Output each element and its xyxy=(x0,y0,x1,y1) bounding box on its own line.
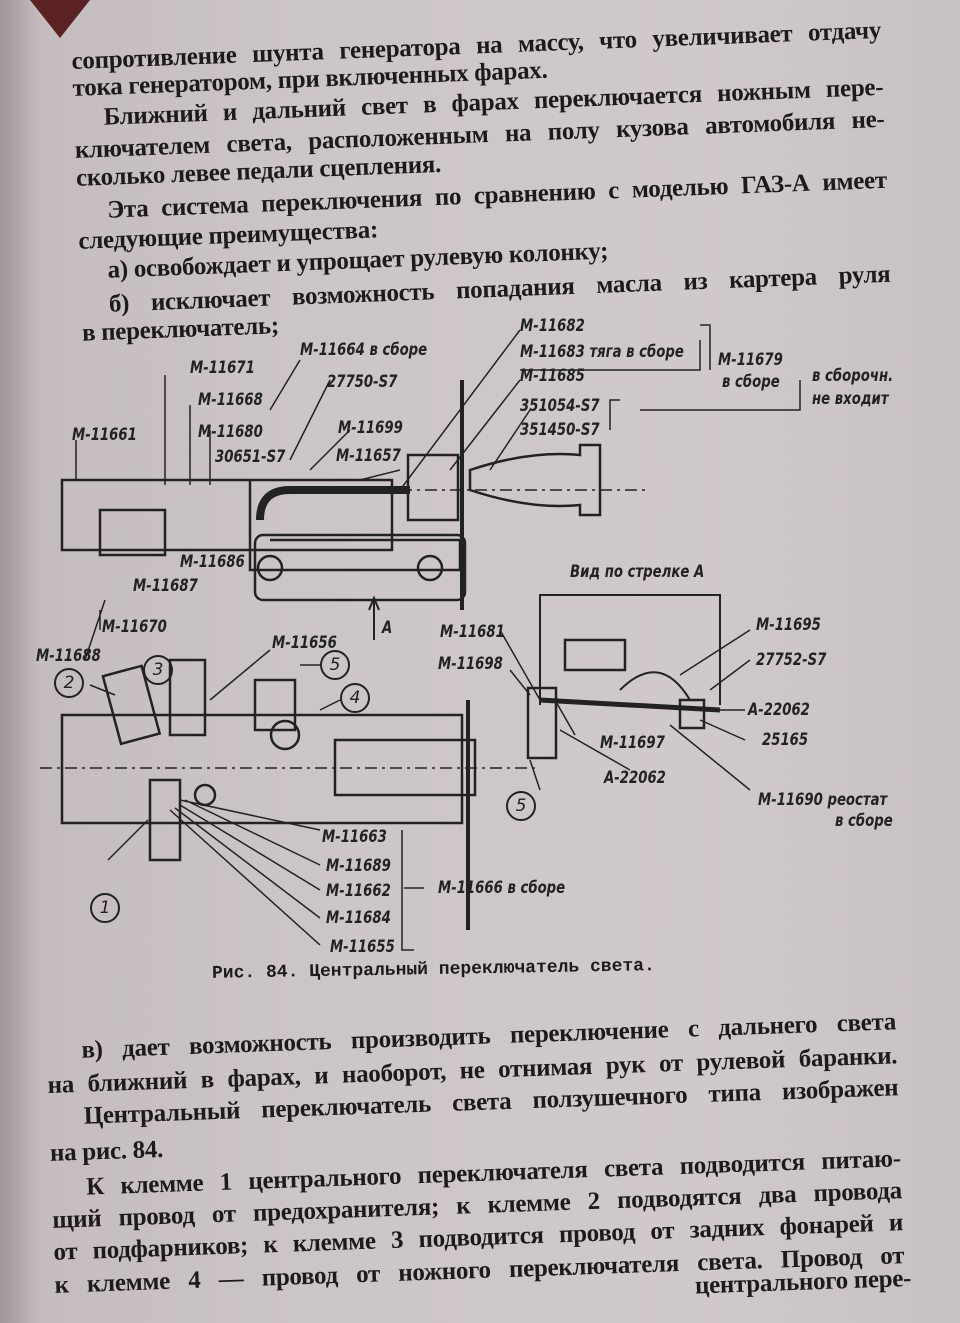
part-label: M-11683 тяга в сборе xyxy=(520,342,684,362)
part-label: M-11688 xyxy=(36,646,101,666)
part-label: 351054-S7 xyxy=(520,396,600,416)
part-label: M-11668 xyxy=(198,390,263,410)
housing-plan-view xyxy=(60,713,464,825)
part-label: M-11680 xyxy=(198,422,263,442)
terminal-5-view-a-marker: 5 xyxy=(506,791,536,821)
part-label: M-11657 xyxy=(336,446,401,466)
part-label: M-11685 xyxy=(520,366,585,386)
part-label: M-11663 xyxy=(322,827,387,847)
part-label: M-11670 xyxy=(102,617,167,637)
part-label: в сборе xyxy=(835,811,893,831)
part-label: M-11698 xyxy=(438,654,503,674)
view-a-title: Вид по стрелке A xyxy=(570,562,705,582)
part-label: 27750-S7 xyxy=(327,372,398,392)
housing-section xyxy=(60,478,394,552)
part-label: M-11689 xyxy=(326,856,391,876)
terminal-4-marker: 4 xyxy=(340,683,370,713)
part-label: A-22062 xyxy=(748,700,810,720)
part-label: M-11655 xyxy=(330,937,395,957)
part-label: M-11695 xyxy=(756,615,821,635)
part-label: M-11684 xyxy=(326,908,391,928)
part-label: A-22062 xyxy=(604,768,666,788)
part-label: M-11686 xyxy=(180,552,245,572)
part-label: M-11656 xyxy=(272,633,337,653)
terminal-3-marker: 3 xyxy=(143,655,173,685)
book-cover-corner xyxy=(30,0,90,38)
pull-knob xyxy=(468,443,602,517)
text-line: на рис. 84. xyxy=(49,1135,164,1167)
part-label: M-11687 xyxy=(133,576,198,596)
part-label: 25165 xyxy=(762,730,809,750)
part-label: 27752-S7 xyxy=(756,650,827,670)
part-label: в сборе xyxy=(722,372,780,392)
part-label: в сборочн. xyxy=(812,366,894,386)
terminal-1-marker: 1 xyxy=(90,893,120,923)
part-label: 351450-S7 xyxy=(520,420,600,440)
part-label: M-11664 в сборе xyxy=(300,340,428,360)
part-label: M-11666 в сборе xyxy=(438,878,566,898)
part-label: M-11681 xyxy=(440,622,505,642)
part-label: M-11671 xyxy=(190,358,255,378)
part-label: M-11699 xyxy=(338,418,403,438)
part-label: не входит xyxy=(812,389,889,409)
part-label: M-11682 xyxy=(520,316,585,336)
part-label: 30651-S7 xyxy=(215,447,286,467)
switch-drawing xyxy=(40,324,801,951)
terminal-5-marker: 5 xyxy=(320,650,350,680)
direction-arrow-label: A xyxy=(382,618,393,638)
part-label: M-11679 xyxy=(718,350,783,370)
part-label: M-11690 реостат xyxy=(758,790,888,810)
part-label: M-11661 xyxy=(72,425,137,445)
part-label: M-11662 xyxy=(326,881,391,901)
terminal-2-marker: 2 xyxy=(54,668,84,698)
part-label: M-11697 xyxy=(600,733,665,753)
